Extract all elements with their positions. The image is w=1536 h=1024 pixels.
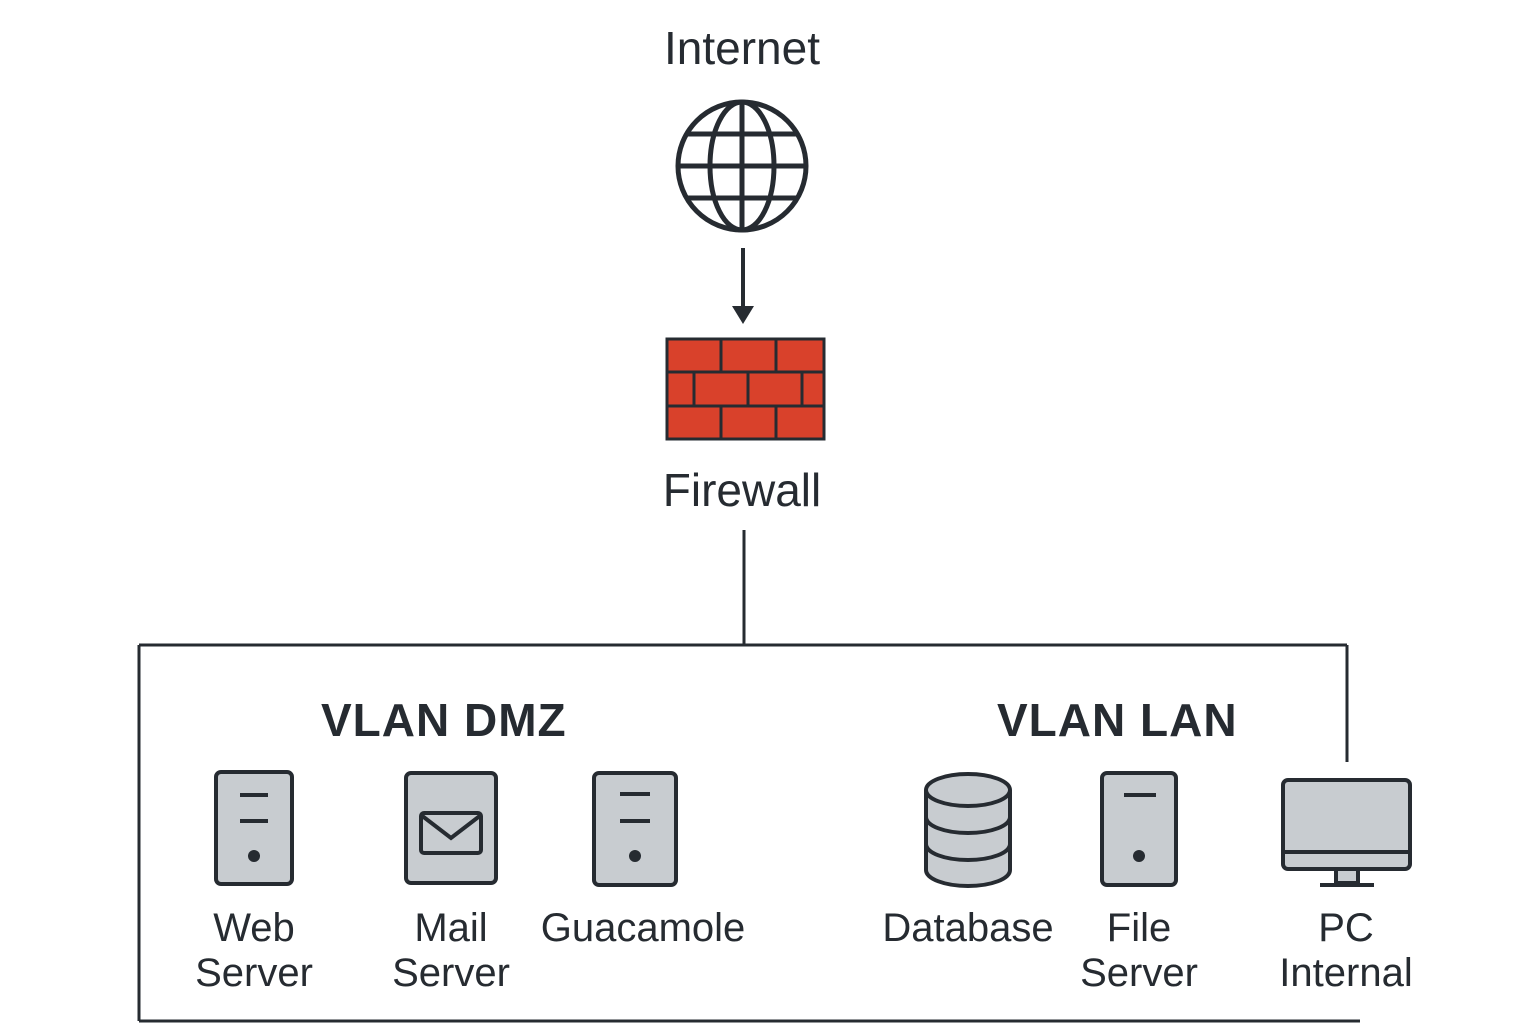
internet-label: Internet (664, 22, 820, 74)
file-server-label-line-2: Server (1080, 951, 1198, 995)
database-label-line-1: Database (882, 906, 1054, 950)
globe-icon (675, 99, 809, 233)
web-server-label: Web Server (174, 906, 334, 996)
vlan-lan-title: VLAN LAN (997, 694, 1238, 746)
file-server-label: File Server (1059, 906, 1219, 996)
pc-internal-label-line-1: PC (1318, 906, 1374, 950)
guacamole-label-line-1: Guacamole (540, 906, 746, 950)
mail-server-label: Mail Server (371, 906, 531, 996)
mail-server-icon (404, 771, 498, 885)
web-server-label-line-1: Web (213, 906, 295, 950)
brick-wall-icon (665, 337, 826, 441)
pc-internal-label: PC Internal (1266, 906, 1426, 996)
mail-server-label-line-2: Server (392, 951, 510, 995)
file-server-label-line-1: File (1106, 906, 1172, 950)
guacamole-label: Guacamole (533, 906, 753, 951)
internet-to-firewall-arrow (732, 248, 754, 324)
firewall-label: Firewall (662, 464, 822, 516)
monitor-icon (1281, 778, 1412, 887)
network-enclosure (137, 643, 1360, 1023)
database-icon (924, 772, 1012, 888)
mail-server-label-line-1: Mail (414, 906, 488, 950)
web-server-icon (214, 770, 294, 886)
file-server-icon (1100, 771, 1178, 887)
database-label: Database (868, 906, 1068, 951)
pc-internal-label-line-2: Internal (1279, 951, 1413, 995)
guacamole-server-icon (592, 771, 678, 887)
vlan-dmz-title: VLAN DMZ (321, 694, 567, 746)
web-server-label-line-2: Server (195, 951, 313, 995)
